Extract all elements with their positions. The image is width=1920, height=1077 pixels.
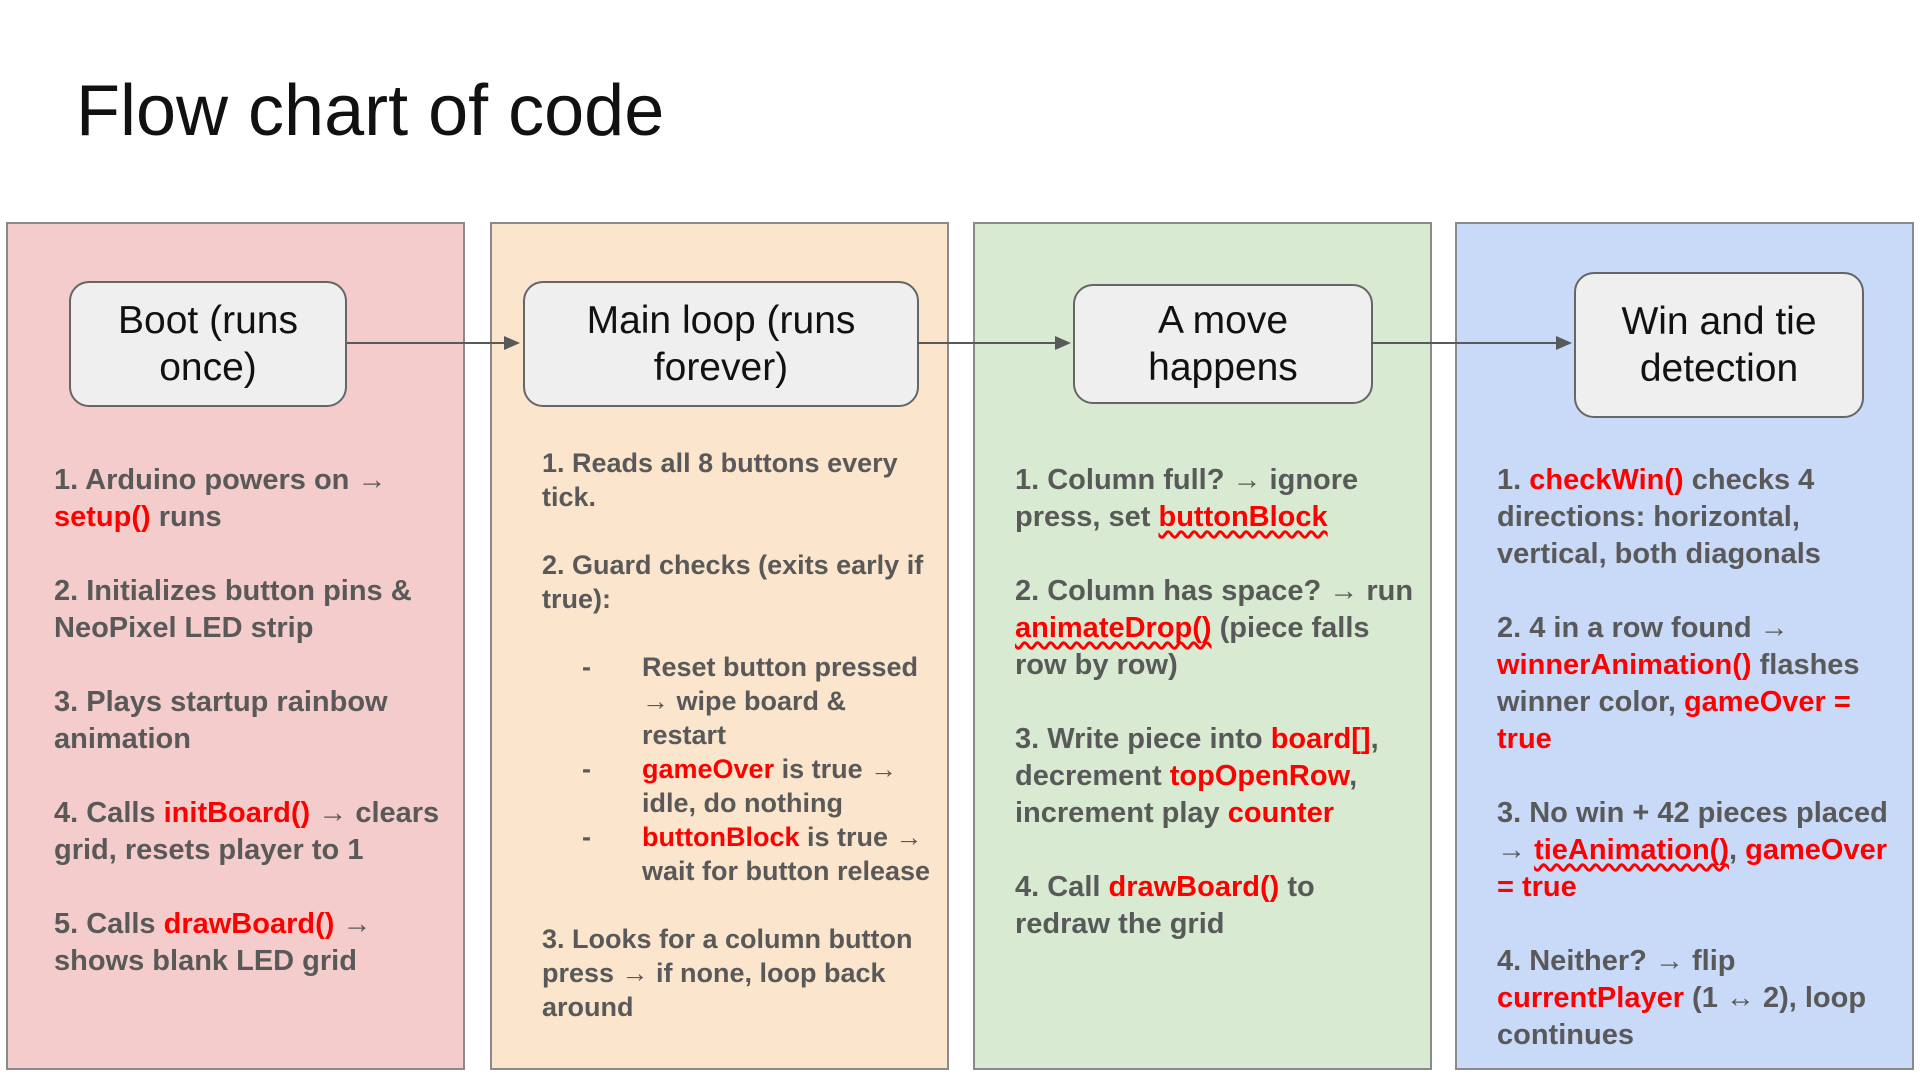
step-text: 1. Reads all 8 buttons every tick. [542,448,898,512]
guard-check-item: - Reset button pressed → wipe board & res… [542,650,932,752]
guard-check-list: - Reset button pressed → wipe board & res… [542,650,932,888]
step-text: is true → wait for button release [642,822,931,886]
step-text: 1. Arduino powers on → [54,464,387,496]
a-move-node: A move happens [1073,284,1373,404]
step-item: 5. Calls drawBoard() → shows blank LED g… [54,906,454,980]
step-text: 3. Write piece into [1015,723,1271,755]
step-item: 2. 4 in a row found → winnerAnimation() … [1497,610,1902,758]
step-text: 2. Guard checks (exits early if true): [542,550,924,614]
main-loop-node: Main loop (runs forever) [523,281,919,407]
step-item: 4. Call drawBoard() to redraw the grid [1015,869,1415,943]
step-text: 5. Calls [54,908,164,940]
step-item: 3. Write piece into board[], decrement t… [1015,721,1415,832]
step-text: is true → idle, do nothing [642,754,898,818]
win-tie-node: Win and tie detection [1574,272,1864,418]
column-main-loop: Main loop (runs forever) 1. Reads all 8 … [490,222,949,1070]
step-item: 1. checkWin() checks 4 directions: horiz… [1497,462,1902,573]
step-text: flashes winner color, [1497,649,1860,718]
column-a-move: A move happens 1. Column full? → ignore … [973,222,1432,1070]
step-text: 1. Column full? → ignore press, set [1015,464,1359,533]
step-text: 3. No win + 42 pieces placed → [1497,797,1888,866]
guard-check-item: - gameOver is true → idle, do nothing [542,752,932,820]
step-item: 2. Guard checks (exits early if true): [542,548,932,616]
step-text: → clears grid, resets player to 1 [54,797,440,866]
step-text: 2. Initializes button pins & NeoPixel LE… [54,575,412,644]
step-text: Reset button pressed → wipe board & rest… [642,652,919,750]
step-item: 1. Arduino powers on → setup() runs [54,462,454,536]
step-text: (1 ↔ 2), loop continues [1497,982,1867,1051]
code-identifier: winnerAnimation() [1497,649,1752,681]
code-identifier: counter [1227,797,1335,829]
step-text: checks 4 directions: horizontal, vertica… [1497,464,1821,570]
step-item: 1. Reads all 8 buttons every tick. [542,446,932,514]
step-text: , increment play [1015,760,1358,829]
boot-node: Boot (runs once) [69,281,347,407]
bullet-dash: - [582,822,591,852]
code-identifier: buttonBlock [642,822,800,852]
bullet-dash: - [582,754,591,784]
step-item: 1. Column full? → ignore press, set butt… [1015,462,1415,536]
code-identifier: drawBoard() [1108,871,1280,903]
bullet-dash: - [582,652,591,682]
code-identifier: initBoard() [163,797,311,829]
column-win-tie: Win and tie detection 1. checkWin() chec… [1455,222,1914,1070]
code-identifier: animateDrop() [1015,612,1212,644]
step-item: 4. Calls initBoard() → clears grid, rese… [54,795,454,869]
step-text: , [1729,834,1746,866]
step-item: 3. No win + 42 pieces placed → tieAnimat… [1497,795,1902,906]
step-text: 1. [1497,464,1530,496]
step-item: 2. Initializes button pins & NeoPixel LE… [54,573,454,647]
step-text: 2. Column has space? → run [1015,575,1414,607]
a-move-steps: 1. Column full? → ignore press, set butt… [1015,462,1415,943]
step-item: 2. Column has space? → run animateDrop()… [1015,573,1415,684]
code-identifier: setup() [54,501,151,533]
step-text: (piece falls row by row) [1015,612,1370,681]
code-identifier: buttonBlock [1158,501,1328,533]
step-item: 3. Plays startup rainbow animation [54,684,454,758]
guard-check-item: - buttonBlock is true → wait for button r… [542,820,932,888]
code-identifier: checkWin() [1529,464,1684,496]
step-text: → shows blank LED grid [54,908,372,977]
step-item: 3. Looks for a column button press → if … [542,922,932,1024]
code-identifier: tieAnimation() [1534,834,1729,866]
code-identifier: drawBoard() [163,908,335,940]
step-text: 3. Plays startup rainbow animation [54,686,388,755]
code-identifier: gameOver = true [1497,834,1887,903]
code-identifier: board[] [1270,723,1371,755]
boot-steps: 1. Arduino powers on → setup() runs 2. In… [54,462,454,980]
step-text: 2. 4 in a row found → [1497,612,1789,644]
step-text: 4. Neither? → flip [1497,945,1736,977]
main-loop-steps: 1. Reads all 8 buttons every tick. 2. Gua… [542,446,932,1058]
code-identifier: currentPlayer [1497,982,1684,1014]
step-item: 4. Neither? → flip currentPlayer (1 ↔ 2)… [1497,943,1902,1054]
code-identifier: gameOver = true [1497,686,1851,755]
step-text: 3. Looks for a column button press → if … [542,924,913,1022]
code-identifier: gameOver [642,754,775,784]
step-text: runs [150,501,222,533]
code-identifier: topOpenRow [1169,760,1350,792]
step-text: 4. Call [1015,871,1109,903]
page-title: Flow chart of code [76,71,665,151]
win-tie-steps: 1. checkWin() checks 4 directions: horiz… [1497,462,1902,1054]
step-text: to redraw the grid [1015,871,1315,940]
step-text: 4. Calls [54,797,164,829]
column-boot: Boot (runs once) 1. Arduino powers on → … [6,222,465,1070]
step-text: , decrement [1015,723,1379,792]
